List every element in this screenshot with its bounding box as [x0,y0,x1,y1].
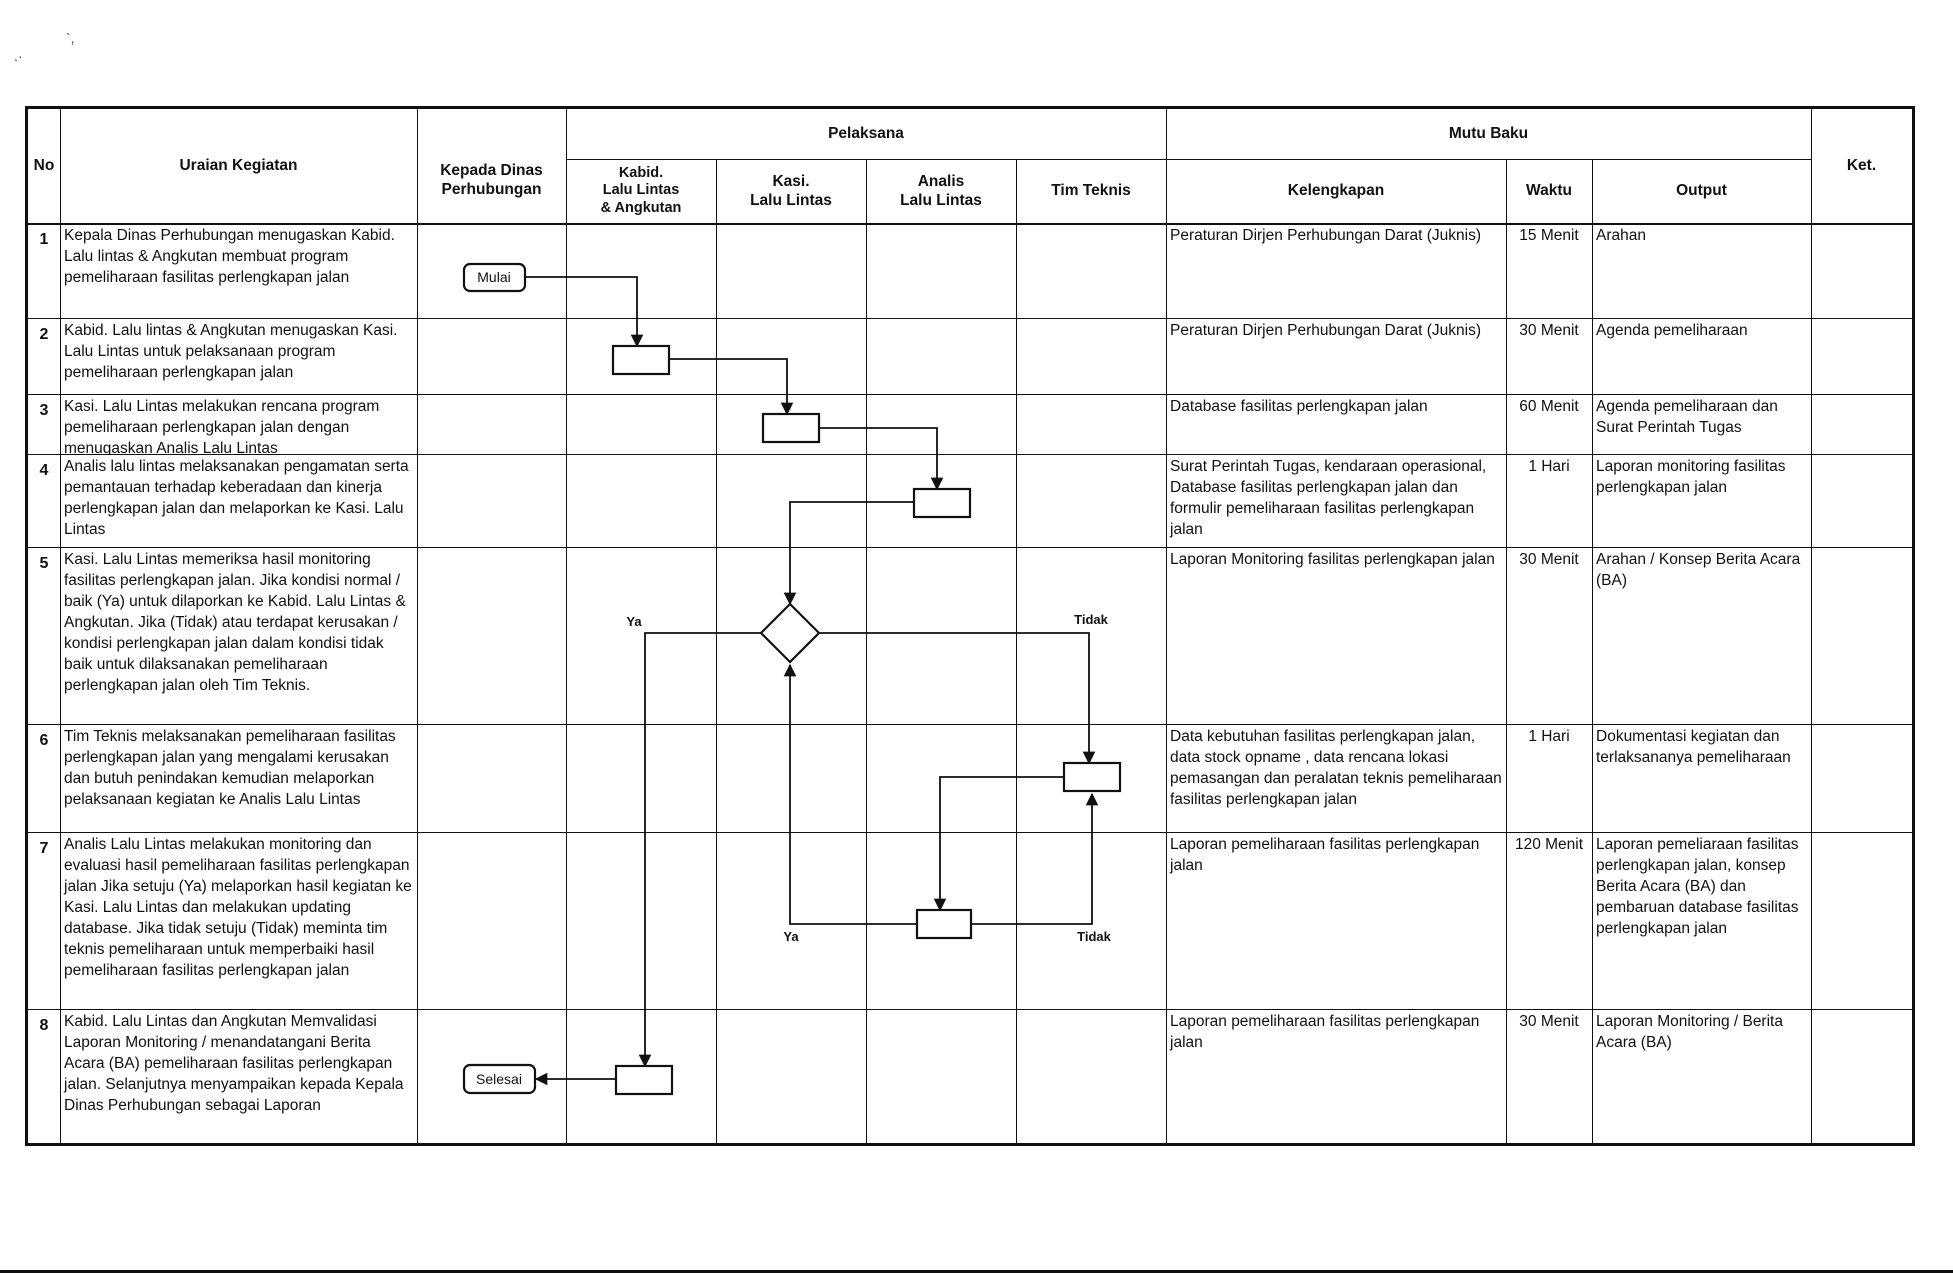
flow-arrow [525,276,644,348]
flow-arrow [819,427,944,491]
sop-table: No Uraian Kegiatan Pelaksana Mutu Baku K… [25,106,1915,1146]
header-no: No [33,157,55,175]
flowchart: Mulai Selesai Ya Tidak Ya Tidak [462,262,1122,1096]
flow-no-label: Tidak [1074,612,1108,627]
scan-mark: `, [66,30,75,46]
row-kelengkapan: Database fasilitas perlengkapan jalan [1170,398,1428,415]
flow-arrow [783,663,917,925]
row-output: Arahan / Konsep Berita Acara (BA) [1596,551,1801,590]
row-kelengkapan: Surat Perintah Tugas, kendaraan operasio… [1170,458,1487,539]
flow-process-box [912,487,972,519]
row-number: 7 [39,840,49,857]
header-mutu-baku: Mutu Baku [1448,125,1529,143]
flow-yes-label: Ya [626,614,642,629]
flow-decision-diamond [759,602,821,664]
header-actor-kepala-dinas: Kepada Dinas Perhubungan [440,161,543,198]
flow-arrow [783,501,914,606]
flow-yes-label: Ya [783,929,799,944]
header-output: Output [1676,182,1727,200]
row-number: 8 [39,1017,49,1034]
row-uraian: Kabid. Lalu lintas & Angkutan menugaskan… [64,322,398,382]
header-uraian-kegiatan: Uraian Kegiatan [179,157,298,175]
row-kelengkapan: Peraturan Dirjen Perhubungan Darat (Jukn… [1170,322,1482,339]
flow-arrow [819,632,1096,765]
row-waktu: 1 Hari [1528,458,1570,475]
header-actor-kasi: Kasi. Lalu Lintas [750,172,832,209]
row-output: Agenda pemeliharaan [1596,322,1748,339]
row-number: 6 [39,732,49,749]
row-output: Laporan pemeliaraan fasilitas perlengkap… [1596,836,1799,938]
flow-start-label: Mulai [477,269,510,285]
flow-arrow [971,792,1099,925]
flow-end-label: Selesai [476,1071,522,1087]
header-actor-analis: Analis Lalu Lintas [900,172,982,209]
header-actor-kabid: Kabid. Lalu Lintas & Angkutan [600,164,682,216]
flow-process-box [915,908,973,940]
row-uraian: Kasi. Lalu Lintas memeriksa hasil monito… [64,551,406,695]
row-kelengkapan: Peraturan Dirjen Perhubungan Darat (Jukn… [1170,227,1482,244]
flow-process-box [611,344,671,376]
row-waktu: 30 Menit [1519,551,1579,568]
row-kelengkapan: Data kebutuhan fasilitas perlengkapan ja… [1170,728,1502,809]
row-uraian: Kasi. Lalu Lintas melakukan rencana prog… [64,398,380,454]
row-output: Agenda pemeliharaan dan Surat Perintah T… [1596,398,1778,437]
row-kelengkapan: Laporan pemeliharaan fasilitas perlengka… [1170,1013,1480,1052]
row-waktu: 30 Menit [1519,322,1579,339]
row-number: 3 [39,402,49,419]
header-pelaksana: Pelaksana [828,125,904,143]
row-number: 4 [39,462,49,479]
header-waktu: Waktu [1526,182,1572,200]
row-uraian: Kepala Dinas Perhubungan menugaskan Kabi… [64,227,395,287]
row-number: 1 [39,231,49,248]
row-number: 5 [39,555,49,572]
row-waktu: 1 Hari [1528,728,1570,745]
row-waktu: 15 Menit [1519,227,1579,244]
row-output: Arahan [1596,227,1646,244]
row-output: Dokumentasi kegiatan dan terlaksananya p… [1596,728,1791,767]
row-kelengkapan: Laporan Monitoring fasilitas perlengkapa… [1170,551,1495,568]
row-uraian: Tim Teknis melaksanakan pemeliharaan fas… [64,728,396,809]
row-kelengkapan: Laporan pemeliharaan fasilitas perlengka… [1170,836,1480,875]
flow-arrow [669,358,794,416]
row-output: Laporan monitoring fasilitas perlengkapa… [1596,458,1786,497]
flow-no-label: Tidak [1077,929,1111,944]
flow-process-box [761,412,821,444]
row-output: Laporan Monitoring / Berita Acara (BA) [1596,1013,1783,1052]
row-uraian: Analis Lalu Lintas melakukan monitoring … [64,836,412,980]
header-actor-tim-teknis: Tim Teknis [1051,182,1131,200]
flow-process-box [614,1064,674,1096]
scan-mark: .· [14,48,23,64]
flow-end-terminator [462,1063,537,1095]
row-waktu: 60 Menit [1519,398,1579,415]
header-kelengkapan: Kelengkapan [1287,182,1385,200]
flow-start-terminator [462,262,527,293]
flow-arrow [933,776,1064,912]
flow-arrow [638,632,761,1068]
page-bottom-rule [0,1270,1953,1273]
row-uraian: Analis lalu lintas melaksanakan pengamat… [64,458,409,539]
flow-process-box [1062,761,1122,793]
header-ket: Ket. [1846,157,1877,175]
row-waktu: 30 Menit [1519,1013,1579,1030]
row-uraian: Kabid. Lalu Lintas dan Angkutan Memvalid… [64,1013,404,1115]
row-waktu: 120 Menit [1514,836,1584,853]
row-number: 2 [39,326,49,343]
